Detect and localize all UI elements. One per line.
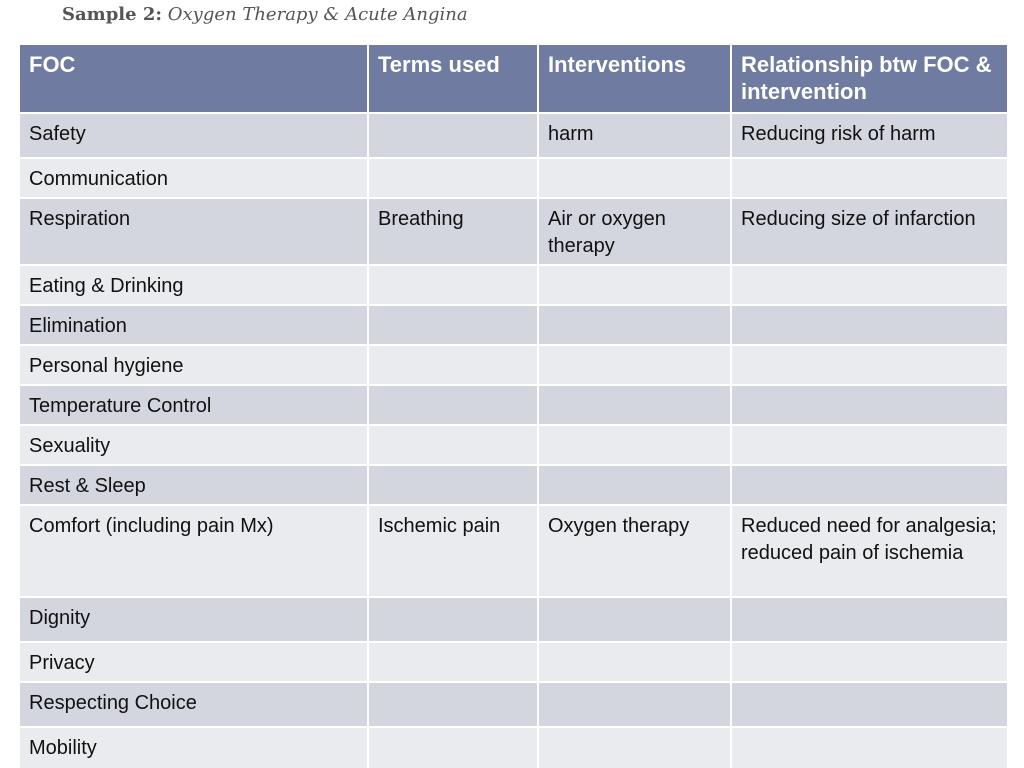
cell-relationship: [730, 157, 1009, 199]
cell-relationship: [730, 681, 1009, 728]
cell-terms: [367, 681, 539, 728]
table-row: Personal hygiene: [18, 344, 1009, 386]
cell-interventions: [537, 344, 732, 386]
cell-terms: [367, 264, 539, 306]
cell-relationship: [730, 596, 1009, 643]
header-relationship: Relationship btw FOC & intervention: [730, 43, 1009, 114]
cell-interventions: [537, 264, 732, 306]
slide-title: Sample 2: Oxygen Therapy & Acute Angina: [62, 4, 468, 25]
cell-foc: Privacy: [18, 641, 369, 683]
cell-interventions: [537, 726, 732, 768]
table-row: Communication: [18, 157, 1009, 199]
cell-interventions: [537, 424, 732, 466]
cell-relationship: [730, 264, 1009, 306]
cell-foc: Mobility: [18, 726, 369, 768]
cell-relationship: [730, 726, 1009, 768]
cell-interventions: [537, 464, 732, 506]
table-row: Privacy: [18, 641, 1009, 683]
cell-interventions: [537, 681, 732, 728]
table-row: Mobility: [18, 726, 1009, 768]
table-row: Eating & Drinking: [18, 264, 1009, 306]
cell-relationship: [730, 384, 1009, 426]
cell-foc: Dignity: [18, 596, 369, 643]
cell-terms: Ischemic pain: [367, 504, 539, 598]
cell-terms: [367, 464, 539, 506]
cell-terms: Breathing: [367, 197, 539, 266]
foc-table: FOC Terms used Interventions Relationshi…: [18, 43, 1009, 768]
cell-foc: Safety: [18, 112, 369, 159]
table-row: Temperature Control: [18, 384, 1009, 426]
cell-terms: [367, 384, 539, 426]
cell-interventions: [537, 304, 732, 346]
cell-terms: [367, 157, 539, 199]
cell-relationship: Reducing risk of harm: [730, 112, 1009, 159]
cell-terms: [367, 112, 539, 159]
slide-title-lead: Sample 2:: [62, 4, 163, 25]
cell-foc: Communication: [18, 157, 369, 199]
cell-terms: [367, 344, 539, 386]
cell-interventions: harm: [537, 112, 732, 159]
cell-relationship: [730, 344, 1009, 386]
table-row: Respiration Breathing Air or oxygen ther…: [18, 197, 1009, 266]
cell-interventions: [537, 157, 732, 199]
cell-foc: Elimination: [18, 304, 369, 346]
cell-foc: Sexuality: [18, 424, 369, 466]
table-row: Elimination: [18, 304, 1009, 346]
cell-relationship: [730, 424, 1009, 466]
cell-foc: Temperature Control: [18, 384, 369, 426]
header-foc: FOC: [18, 43, 369, 114]
cell-interventions: [537, 596, 732, 643]
cell-foc: Comfort (including pain Mx): [18, 504, 369, 598]
table-row: Comfort (including pain Mx) Ischemic pai…: [18, 504, 1009, 598]
slide-title-subject: Oxygen Therapy & Acute Angina: [167, 4, 468, 25]
table-row: Dignity: [18, 596, 1009, 643]
cell-relationship: [730, 641, 1009, 683]
header-terms-used: Terms used: [367, 43, 539, 114]
table-row: Respecting Choice: [18, 681, 1009, 728]
table-row: Rest & Sleep: [18, 464, 1009, 506]
cell-interventions: [537, 384, 732, 426]
cell-terms: [367, 596, 539, 643]
cell-foc: Respiration: [18, 197, 369, 266]
cell-foc: Rest & Sleep: [18, 464, 369, 506]
cell-interventions: Oxygen therapy: [537, 504, 732, 598]
cell-terms: [367, 304, 539, 346]
cell-relationship: [730, 464, 1009, 506]
cell-relationship: Reduced need for analgesia; reduced pain…: [730, 504, 1009, 598]
table-row: Sexuality: [18, 424, 1009, 466]
cell-relationship: Reducing size of infarction: [730, 197, 1009, 266]
table-header-row: FOC Terms used Interventions Relationshi…: [18, 43, 1009, 114]
cell-terms: [367, 726, 539, 768]
cell-relationship: [730, 304, 1009, 346]
cell-terms: [367, 641, 539, 683]
cell-foc: Eating & Drinking: [18, 264, 369, 306]
cell-interventions: Air or oxygen therapy: [537, 197, 732, 266]
cell-foc: Personal hygiene: [18, 344, 369, 386]
cell-interventions: [537, 641, 732, 683]
header-interventions: Interventions: [537, 43, 732, 114]
table-row: Safety harm Reducing risk of harm: [18, 112, 1009, 159]
cell-foc: Respecting Choice: [18, 681, 369, 728]
cell-terms: [367, 424, 539, 466]
